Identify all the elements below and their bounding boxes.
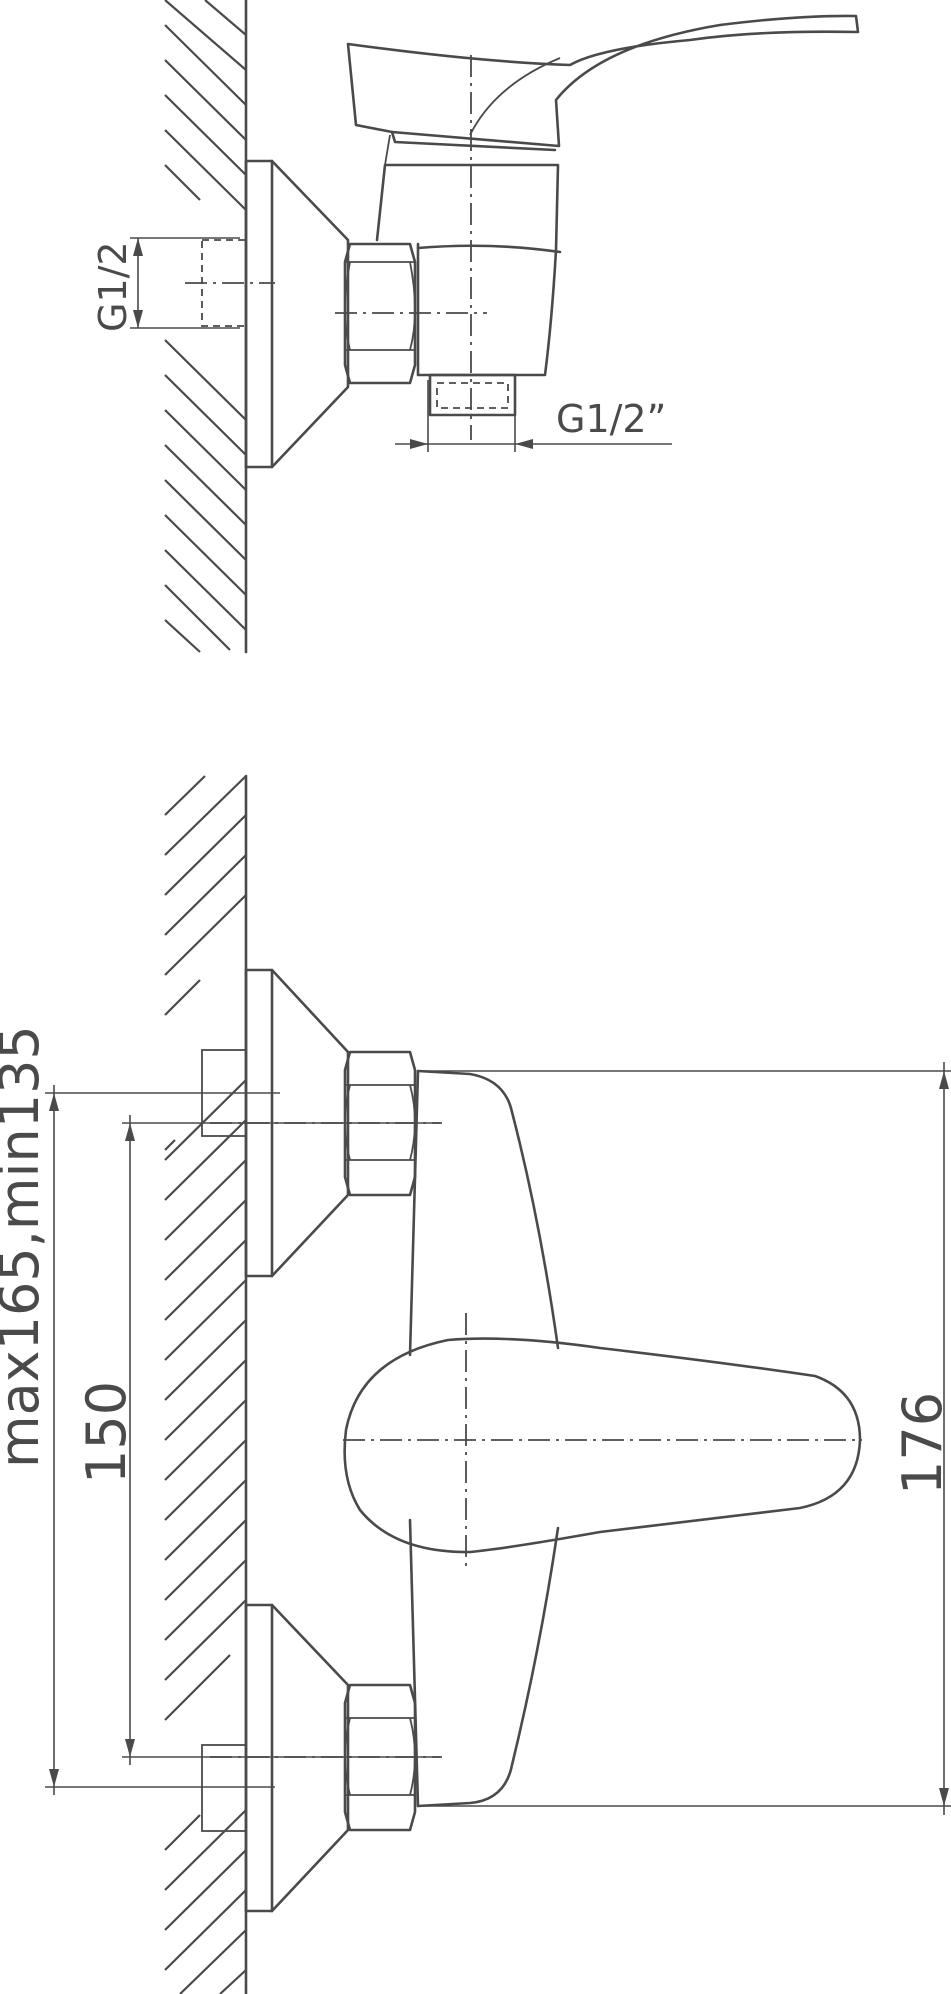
wall-distance-label: max165,min135	[0, 1025, 51, 1468]
height-label: 176	[891, 1392, 951, 1495]
height-dimension: 176	[418, 1062, 951, 1815]
inlet-spacing-dimension: 150	[75, 1115, 440, 1765]
escutcheon-side	[244, 159, 350, 469]
wall-hatch-front	[164, 775, 247, 1994]
outlet-thread-side	[428, 373, 517, 417]
wall-distance-dimension: max165,min135	[0, 1025, 280, 1795]
faucet-body-front	[408, 1069, 560, 1808]
front-view: 176 150 max165,min135	[0, 774, 951, 1994]
lower-inlet-front	[201, 1603, 442, 1913]
inlet-thread-dimension: G1/2	[91, 237, 240, 332]
handle-lever-side	[346, 14, 860, 152]
wall-hatch-side	[164, 0, 247, 653]
inlet-thread-label: G1/2	[91, 241, 135, 332]
faucet-body-side	[375, 134, 562, 377]
inlet-spacing-label: 150	[75, 1381, 138, 1484]
outlet-thread-label: G1/2”	[556, 397, 666, 441]
outlet-thread-dimension: G1/2”	[395, 380, 672, 452]
handle-front	[343, 1337, 862, 1554]
side-view: G1/2” G1/2	[91, 0, 860, 654]
hex-nut-side	[343, 242, 417, 385]
